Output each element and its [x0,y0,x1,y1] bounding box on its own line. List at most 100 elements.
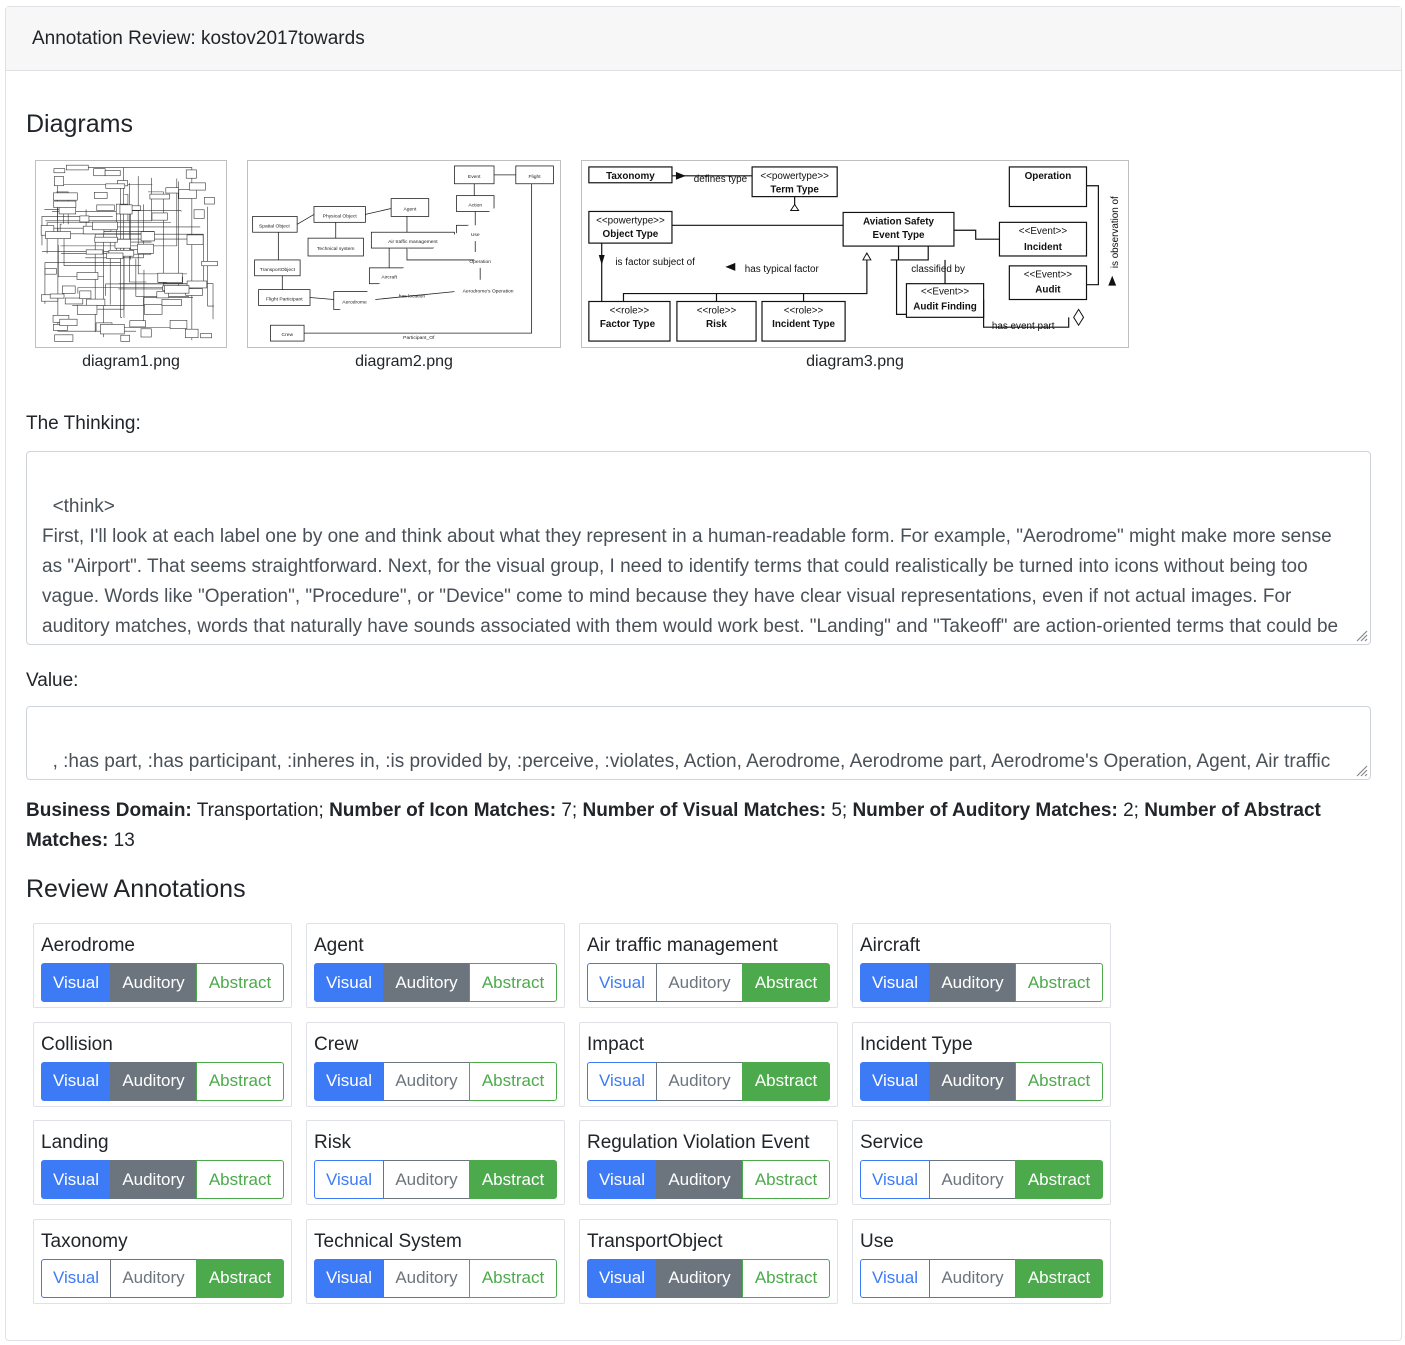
thinking-textarea[interactable]: <think> First, I'll look at each label o… [26,451,1371,645]
auditory-toggle-button[interactable]: Auditory [929,1258,1016,1298]
d2-event: Event [468,174,481,180]
auditory-toggle-button[interactable]: Auditory [383,1258,470,1298]
abstract-toggle-button[interactable]: Abstract [469,963,557,1002]
visual-toggle-button[interactable]: Visual [860,963,930,1002]
abstract-toggle-button[interactable]: Abstract [1015,1258,1103,1298]
diagram-2[interactable]: Spatial Object Physical Object Agent Eve… [247,160,561,371]
d1-class-box [120,334,130,342]
d1-class-box [161,299,182,306]
d1-class-box [164,285,190,294]
visual-toggle-button[interactable]: Visual [587,1061,657,1101]
d1-class-box [193,209,205,219]
d3-object-type: Object Type [603,229,659,240]
abstract-toggle-button[interactable]: Abstract [196,1061,284,1101]
visual-toggle-button[interactable]: Visual [587,963,657,1002]
annotation-term: Incident Type [860,1033,973,1055]
d1-class-box [185,169,197,179]
d1-class-box [96,204,115,211]
abstract-toggle-button[interactable]: Abstract [469,1061,557,1101]
visual-toggle-button[interactable]: Visual [41,1160,111,1199]
annotation-term: Use [860,1230,894,1252]
visual-toggle-button[interactable]: Visual [314,1061,384,1101]
diagram1-caption: diagram1.png [82,353,180,370]
diagram-1[interactable]: diagram1.png [35,160,227,371]
d3-incident: Incident [1024,242,1063,253]
abstract-toggle-button[interactable]: Abstract [196,1160,284,1199]
auditory-toggle-button[interactable]: Auditory [383,1160,470,1199]
auditory-toggle-button[interactable]: Auditory [110,1258,197,1298]
auditory-toggle-button[interactable]: Auditory [929,963,1016,1002]
annotation-summary: Business Domain: Transportation; Number … [26,796,1366,856]
value-text: , :has part, :has participant, :inheres … [52,751,1331,772]
abstract-toggle-button[interactable]: Abstract [742,1258,830,1298]
d1-connector [135,258,190,297]
resize-handle-icon[interactable] [1354,628,1368,642]
auditory-toggle-button[interactable]: Auditory [656,1160,743,1199]
d3-role-2: <<role>> [697,305,737,316]
d1-class-box [105,183,126,189]
abstract-toggle-button[interactable]: Abstract [469,1258,557,1298]
annotation-term: Taxonomy [41,1230,128,1252]
d3-taxonomy: Taxonomy [606,171,655,182]
abstract-toggle-button[interactable]: Abstract [1015,1160,1103,1199]
auditory-toggle-button[interactable]: Auditory [656,1061,743,1101]
icon-matches-label: Number of Icon Matches: [329,800,557,821]
thinking-text: <think> First, I'll look at each label o… [42,496,1339,637]
diagram-3[interactable]: Taxonomy defines type <<powertype>> Term… [581,160,1129,371]
d1-connector [207,206,215,307]
d2-aerodrome: Aerodrome [342,299,367,305]
d1-connector [143,297,194,327]
abstract-toggle-button[interactable]: Abstract [469,1160,557,1199]
d1-connector [95,233,204,288]
abstract-toggle-button[interactable]: Abstract [742,1061,830,1101]
auditory-toggle-button[interactable]: Auditory [110,1160,197,1199]
auditory-toggle-button[interactable]: Auditory [656,1258,743,1298]
diagram1-thumbnail[interactable] [35,160,227,348]
auditory-toggle-button[interactable]: Auditory [110,963,197,1002]
annotation-term: Technical System [314,1230,462,1252]
visual-toggle-button[interactable]: Visual [41,1061,111,1101]
visual-toggle-button[interactable]: Visual [314,1160,384,1199]
abstract-toggle-button[interactable]: Abstract [742,963,830,1002]
visual-toggle-button[interactable]: Visual [41,1258,111,1298]
abstract-toggle-button[interactable]: Abstract [1015,1061,1103,1101]
d1-class-box [86,298,106,306]
visual-matches-label: Number of Visual Matches: [582,800,827,821]
visual-toggle-button[interactable]: Visual [860,1061,930,1101]
visual-toggle-button[interactable]: Visual [314,1258,384,1298]
diagram2-thumbnail[interactable]: Spatial Object Physical Object Agent Eve… [247,160,561,348]
visual-toggle-button[interactable]: Visual [860,1258,930,1298]
d1-class-box [79,215,90,223]
abstract-toggle-button[interactable]: Abstract [196,1258,284,1298]
auditory-toggle-button[interactable]: Auditory [383,963,470,1002]
auditory-toggle-button[interactable]: Auditory [929,1160,1016,1199]
diagram3-thumbnail[interactable]: Taxonomy defines type <<powertype>> Term… [581,160,1129,348]
auditory-toggle-button[interactable]: Auditory [656,963,743,1002]
auditory-toggle-button[interactable]: Auditory [110,1061,197,1101]
d2-physical-object: Physical Object [323,213,358,219]
d2-has-location: has location [399,294,426,300]
visual-toggle-button[interactable]: Visual [314,963,384,1002]
abstract-toggle-button[interactable]: Abstract [742,1160,830,1199]
visual-toggle-button[interactable]: Visual [41,963,111,1002]
visual-toggle-button[interactable]: Visual [587,1258,657,1298]
auditory-toggle-button[interactable]: Auditory [383,1061,470,1101]
d1-class-box [54,176,64,187]
abstract-toggle-button[interactable]: Abstract [196,963,284,1002]
auditory-matches-label: Number of Auditory Matches: [852,800,1118,821]
auditory-toggle-button[interactable]: Auditory [929,1061,1016,1101]
visual-toggle-button[interactable]: Visual [860,1160,930,1199]
visual-toggle-button[interactable]: Visual [587,1160,657,1199]
d1-class-box [137,243,154,254]
resize-handle-icon[interactable] [1354,763,1368,777]
abstract-toggle-button[interactable]: Abstract [1015,963,1103,1002]
value-textarea[interactable]: , :has part, :has participant, :inheres … [26,706,1371,780]
